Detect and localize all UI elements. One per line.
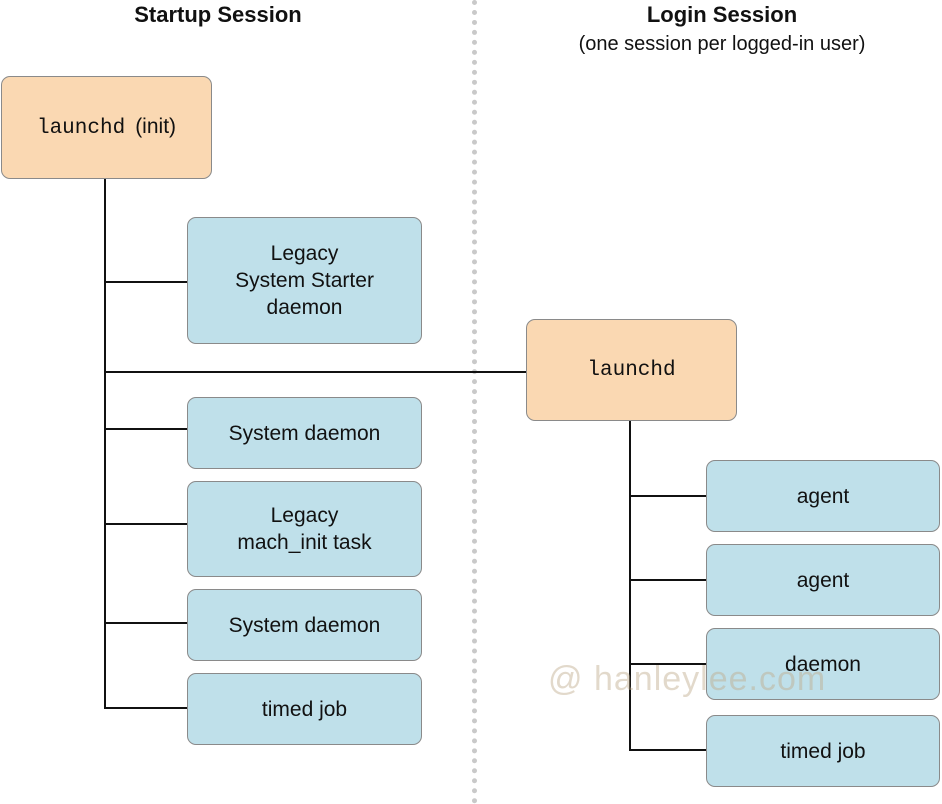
process-label: System daemon (228, 613, 381, 637)
timed-job-box: timed job (187, 673, 422, 745)
process-label: agent (796, 568, 850, 592)
daemon-box: daemon (706, 628, 940, 700)
startup-branch-line (104, 281, 187, 283)
process-label: timed job (780, 739, 866, 763)
process-label: Legacy mach_init task (237, 504, 372, 554)
process-label: timed job (261, 697, 348, 721)
legacy-system-starter-box: Legacy System Starter daemon (187, 217, 422, 344)
login-branch-line (629, 495, 706, 497)
process-label: System daemon (228, 421, 381, 445)
system-daemon-box: System daemon (187, 589, 422, 661)
timed-job-box: timed job (706, 715, 940, 787)
startup-trunk-line (104, 179, 106, 709)
agent-box: agent (706, 544, 940, 616)
login-trunk-line (629, 421, 631, 751)
startup-branch-line (104, 428, 187, 430)
login-launchd-box: launchd (526, 319, 737, 421)
agent-box: agent (706, 460, 940, 532)
login-session-title: Login Session (646, 2, 798, 27)
startup-branch-line (104, 707, 187, 709)
process-label: agent (796, 484, 850, 508)
login-session-subtitle: (one session per logged-in user) (578, 33, 866, 55)
startup-branch-line (104, 622, 187, 624)
login-launchd-name: launchd (587, 358, 676, 382)
startup-session-title: Startup Session (134, 2, 302, 27)
session-link-line (104, 371, 526, 373)
system-daemon-box: System daemon (187, 397, 422, 469)
startup-launchd-box: launchd (init) (1, 76, 212, 179)
login-branch-line (629, 579, 706, 581)
login-branch-line (629, 663, 706, 665)
legacy-mach-init-box: Legacy mach_init task (187, 481, 422, 577)
login-branch-line (629, 749, 706, 751)
session-divider (472, 0, 477, 804)
process-label: daemon (785, 652, 861, 676)
watermark-text: @ hanleylee.com (548, 660, 827, 698)
startup-launchd-suffix: (init) (135, 115, 177, 138)
startup-branch-line (104, 523, 187, 525)
startup-launchd-name: launchd (36, 117, 126, 140)
process-label: Legacy System Starter daemon (235, 242, 374, 319)
